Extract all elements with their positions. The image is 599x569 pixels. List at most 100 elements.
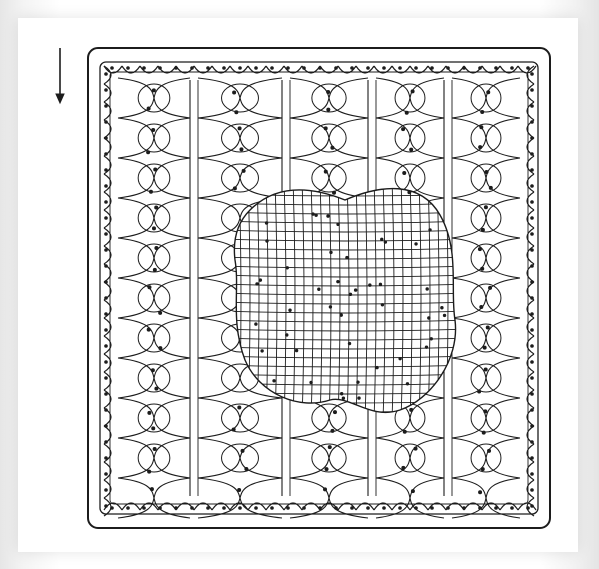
pinhole-dot: [104, 392, 108, 396]
pinhole-dot: [286, 66, 290, 70]
pinhole-dot: [158, 346, 162, 350]
pinhole-dot: [485, 170, 489, 174]
pinhole-dot: [398, 506, 402, 510]
pinhole-dot: [462, 506, 466, 510]
pinhole-dot: [530, 472, 534, 476]
pinhole-dot: [530, 168, 534, 172]
pinhole-dot: [401, 466, 405, 470]
pinhole-dot: [318, 66, 322, 70]
pinhole-dot: [479, 125, 483, 129]
pinhole-dot: [151, 368, 155, 372]
pinhole-dot: [348, 342, 351, 345]
pinhole-dot: [329, 251, 332, 254]
pinhole-dot: [244, 467, 248, 471]
pinhole-dot: [126, 506, 130, 510]
pinhole-dot: [237, 406, 241, 410]
pinhole-dot: [443, 314, 446, 317]
pinhole-dot: [477, 390, 481, 394]
pinhole-dot: [526, 506, 530, 510]
pinhole-dot: [288, 309, 291, 312]
pinhole-dot: [158, 311, 162, 315]
pinhole-dot: [158, 66, 162, 70]
pinhole-dot: [146, 150, 150, 154]
weave-weft-thread: [220, 419, 470, 421]
pinhole-dot: [478, 490, 482, 494]
pinhole-dot: [334, 66, 338, 70]
pinhole-dot: [104, 312, 108, 316]
pinhole-dot: [104, 376, 108, 380]
pinhole-dot: [104, 104, 108, 108]
pinhole-dot: [206, 506, 210, 510]
pinhole-dot: [530, 152, 534, 156]
arrow-down-icon: [56, 48, 64, 103]
pinhole-dot: [375, 366, 378, 369]
pinhole-dot: [302, 506, 306, 510]
pinhole-dot: [330, 429, 334, 433]
pinhole-dot: [409, 408, 413, 412]
pinhole-dot: [232, 91, 236, 95]
pinhole-dot: [407, 190, 411, 194]
pinhole-dot: [411, 489, 415, 493]
pinhole-dot: [309, 381, 312, 384]
pinhole-dot: [382, 506, 386, 510]
pinhole-dot: [340, 313, 343, 316]
pinhole-dot: [154, 205, 158, 209]
pinhole-dot: [326, 214, 329, 217]
pinhole-dot: [254, 66, 258, 70]
pinhole-dot: [530, 136, 534, 140]
pinhole-dot: [104, 232, 108, 236]
pinhole-dot: [147, 470, 151, 474]
pinhole-dot: [368, 283, 371, 286]
pinhole-dot: [398, 357, 401, 360]
pinhole-dot: [272, 379, 275, 382]
pinhole-dot: [384, 240, 387, 243]
crossing-curve-b-0: [118, 78, 190, 518]
pinhole-dot: [530, 504, 534, 508]
pinhole-dot: [152, 226, 156, 230]
pinhole-dot: [104, 456, 108, 460]
pinhole-dot: [530, 232, 534, 236]
pinhole-dot: [530, 408, 534, 412]
pinhole-dot: [332, 191, 336, 195]
pinhole-dot: [354, 288, 357, 291]
pinhole-dot: [104, 472, 108, 476]
pinhole-dot: [104, 328, 108, 332]
pinhole-dot: [153, 447, 157, 451]
pinhole-dot: [478, 145, 482, 149]
pinhole-dot: [311, 212, 314, 215]
pinhole-dot: [349, 293, 352, 296]
pinhole-dot: [336, 280, 339, 283]
pinhole-dot: [286, 266, 289, 269]
pinhole-dot: [446, 506, 450, 510]
pinhole-dot: [530, 360, 534, 364]
pinhole-dot: [152, 88, 156, 92]
pinhole-dot: [329, 305, 332, 308]
pinhole-dot: [174, 66, 178, 70]
pinhole-dot: [484, 205, 488, 209]
pinhole-dot: [255, 282, 258, 285]
pinhole-dot: [104, 488, 108, 492]
pinhole-dot: [110, 506, 114, 510]
pinhole-dot: [430, 506, 434, 510]
pinhole-dot: [222, 506, 226, 510]
pinhole-dot: [530, 120, 534, 124]
pinhole-dot: [462, 66, 466, 70]
pinhole-dot: [190, 506, 194, 510]
weave-weft-thread: [220, 185, 470, 187]
pinhole-dot: [104, 72, 108, 76]
pinhole-dot: [494, 506, 498, 510]
pinhole-dot: [366, 66, 370, 70]
pinhole-dot: [530, 104, 534, 108]
pinhole-dot: [350, 66, 354, 70]
pinhole-dot: [427, 316, 430, 319]
weave-warp-thread: [230, 180, 232, 420]
pinhole-dot: [286, 506, 290, 510]
pinhole-dot: [486, 90, 490, 94]
pinhole-dot: [409, 148, 413, 152]
pinhole-dot: [425, 345, 428, 348]
pinhole-dot: [323, 487, 327, 491]
pinhole-dot: [149, 190, 153, 194]
pinhole-dot: [104, 344, 108, 348]
pinhole-dot: [530, 328, 534, 332]
